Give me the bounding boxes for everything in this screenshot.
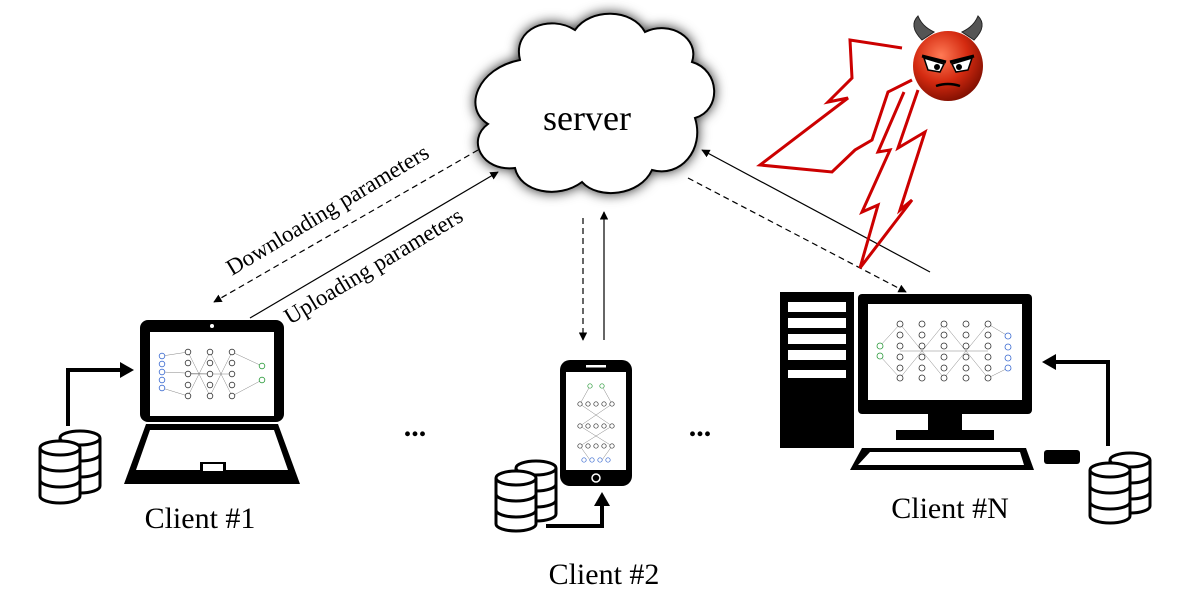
- ellipsis-right: ...: [689, 410, 712, 443]
- download-arrow-clientN: [687, 177, 907, 293]
- client1-links: Downloading parameters Uploading paramet…: [213, 139, 499, 329]
- neural-network-icon-desktop: [879, 323, 1009, 379]
- clientN-label: Client #N: [891, 492, 1009, 525]
- database-icon: [38, 429, 102, 505]
- laptop-icon: [124, 320, 300, 484]
- upload-arrow-clientN: [701, 149, 931, 273]
- database-icon: [1088, 451, 1152, 525]
- client2-links: [578, 211, 609, 341]
- data-arrow-client1: [66, 368, 122, 426]
- upload-arrow-client1: [249, 171, 499, 319]
- neural-network-icon-phone: [579, 385, 613, 461]
- devil-face-icon: [913, 15, 983, 101]
- network-nodes: [158, 348, 266, 400]
- clientN-links: [687, 149, 931, 293]
- client2-label: Client #2: [549, 558, 660, 591]
- smartphone-icon: [560, 360, 632, 486]
- desktop-computer-icon: [780, 292, 1080, 470]
- server-cloud: server: [474, 12, 716, 195]
- client1-label: Client #1: [145, 502, 256, 535]
- database-icon: [494, 459, 558, 533]
- attack-lightning: [756, 38, 928, 269]
- data-arrow-client2: [546, 504, 604, 528]
- server-label: server: [543, 98, 631, 138]
- ellipsis-left: ...: [404, 410, 427, 443]
- download-arrow-client1: [213, 149, 479, 303]
- data-arrow-clientN: [1054, 360, 1110, 446]
